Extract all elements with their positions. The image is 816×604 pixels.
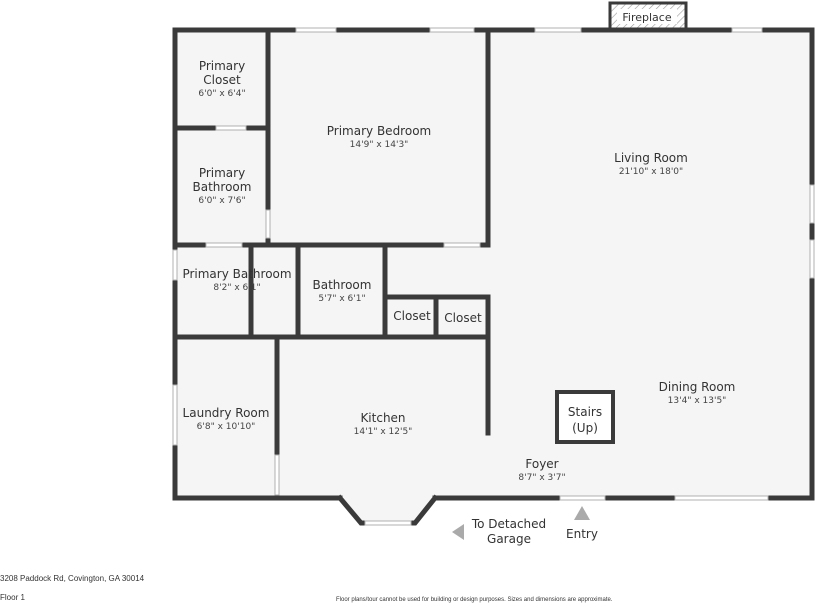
fireplace-label: Fireplace bbox=[622, 11, 671, 24]
fireplace: Fireplace bbox=[608, 1, 688, 31]
bathroom-name: Bathroom bbox=[313, 278, 372, 292]
garage-marker: To Detached Garage bbox=[452, 517, 546, 546]
bathroom-dims: 5'7" x 6'1" bbox=[318, 294, 365, 304]
room-labels: Primary Closet 6'0" x 6'4" Primary Bedro… bbox=[182, 59, 735, 483]
primary-bathroom-1-name-2: Bathroom bbox=[193, 180, 252, 194]
up-arrow-icon bbox=[574, 506, 590, 520]
foyer-name: Foyer bbox=[525, 457, 558, 471]
left-arrow-icon bbox=[452, 524, 464, 540]
stairs-label-line2: (Up) bbox=[572, 421, 598, 435]
kitchen-name: Kitchen bbox=[360, 411, 405, 425]
disclaimer: Floor plans/tour cannot be used for buil… bbox=[336, 597, 613, 603]
garage-label-line1: To Detached bbox=[471, 517, 546, 531]
primary-bathroom-2-dims: 8'2" x 6'1" bbox=[213, 283, 260, 293]
primary-bathroom-1-dims: 6'0" x 7'6" bbox=[198, 196, 245, 206]
windows bbox=[172, 27, 815, 526]
primary-closet-name-1: Primary bbox=[199, 59, 245, 73]
primary-closet-dims: 6'0" x 6'4" bbox=[198, 89, 245, 99]
entry-label: Entry bbox=[566, 527, 598, 541]
floor-area bbox=[175, 30, 812, 523]
dining-room-name: Dining Room bbox=[659, 380, 736, 394]
laundry-room-name: Laundry Room bbox=[183, 406, 270, 420]
living-room-name: Living Room bbox=[614, 151, 688, 165]
garage-label-line2: Garage bbox=[487, 532, 531, 546]
primary-bathroom-1-name-1: Primary bbox=[199, 166, 245, 180]
foyer-dims: 8'7" x 3'7" bbox=[518, 473, 565, 483]
primary-closet-name-2: Closet bbox=[203, 73, 241, 87]
stairs: Stairs (Up) bbox=[555, 390, 615, 444]
laundry-room-dims: 6'8" x 10'10" bbox=[197, 422, 256, 432]
closet-2-name: Closet bbox=[444, 311, 482, 325]
primary-bathroom-2-name: Primary Bathroom bbox=[182, 267, 291, 281]
dining-room-dims: 13'4" x 13'5" bbox=[668, 396, 727, 406]
living-room-dims: 21'10" x 18'0" bbox=[619, 167, 683, 177]
floor-label: Floor 1 bbox=[0, 593, 25, 602]
property-address: 3208 Paddock Rd, Covington, GA 30014 bbox=[0, 574, 145, 583]
kitchen-dims: 14'1" x 12'5" bbox=[354, 427, 413, 437]
stairs-label-line1: Stairs bbox=[568, 405, 602, 419]
primary-bedroom-dims: 14'9" x 14'3" bbox=[350, 140, 409, 150]
entry-marker: Entry bbox=[566, 506, 598, 541]
primary-bedroom-name: Primary Bedroom bbox=[327, 124, 431, 138]
closet-1-name: Closet bbox=[393, 309, 431, 323]
